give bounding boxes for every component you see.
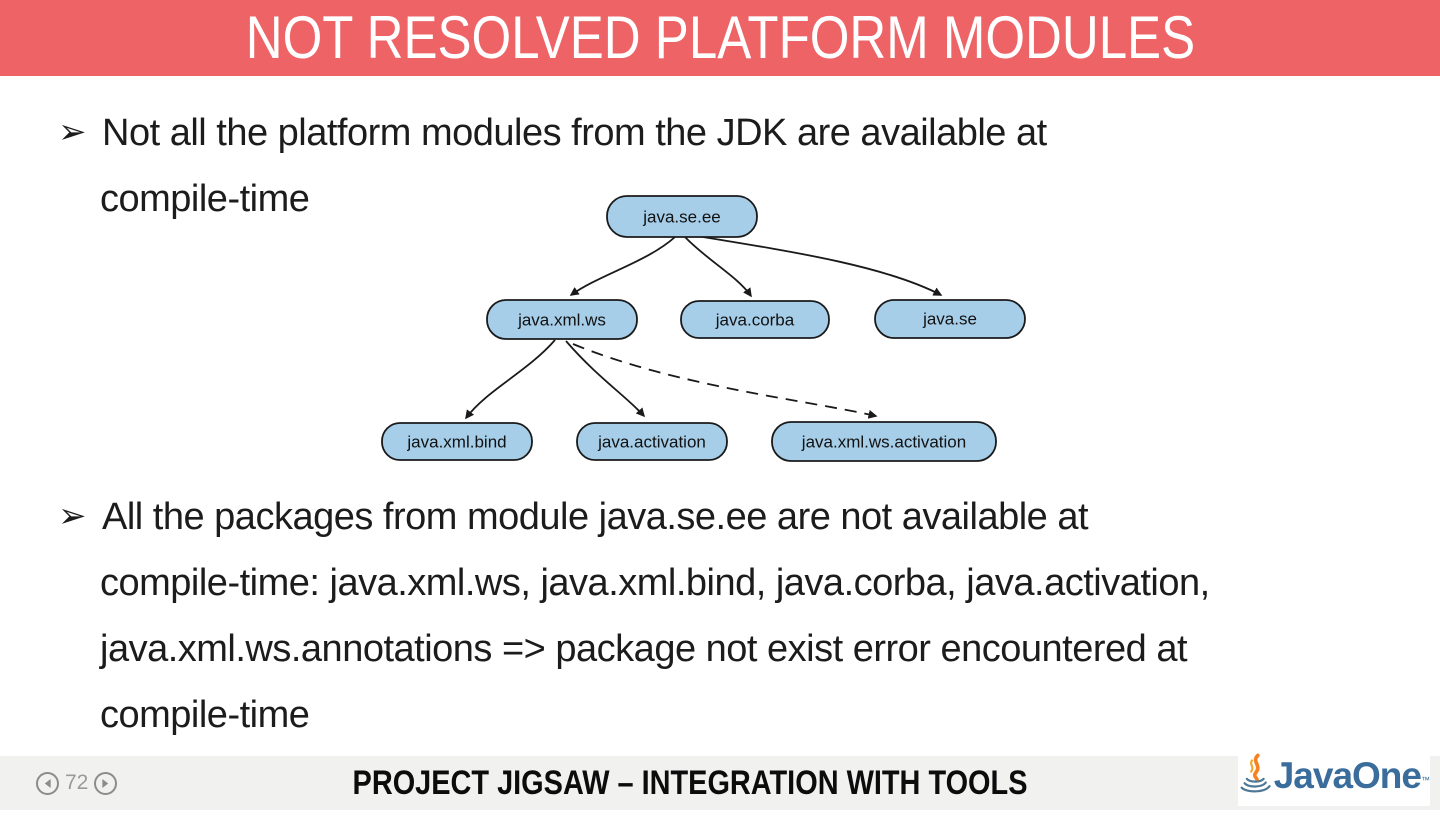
svg-text:java.se.ee: java.se.ee xyxy=(642,208,721,227)
slide-title: NOT RESOLVED PLATFORM MODULES xyxy=(245,4,1195,71)
bullet-2-line-4: compile-time xyxy=(100,694,310,736)
title-banner: NOT RESOLVED PLATFORM MODULES xyxy=(0,0,1440,76)
footer-bar: 72 PROJECT JIGSAW – INTEGRATION WITH TOO… xyxy=(0,756,1440,810)
slide-navigation: 72 xyxy=(36,756,118,810)
bullet-2: ➢ All the packages from module java.se.ee… xyxy=(58,484,1210,748)
svg-text:java.corba: java.corba xyxy=(715,311,795,330)
diagram-node-java-corba: java.corba xyxy=(680,300,830,339)
svg-text:java.xml.ws: java.xml.ws xyxy=(517,311,606,330)
bullet-1-line-2: compile-time xyxy=(100,178,310,220)
next-slide-button[interactable] xyxy=(94,771,118,795)
triangle-left-icon xyxy=(44,778,51,788)
java-cup-icon xyxy=(1240,753,1271,792)
arrow-bullet-icon: ➢ xyxy=(58,497,87,535)
triangle-right-icon xyxy=(102,778,109,788)
diagram-node-java-xml-bind: java.xml.bind xyxy=(381,422,533,461)
module-dependency-diagram: java.se.ee java.xml.ws java.corba java.s… xyxy=(381,195,1026,462)
diagram-node-java-se-ee: java.se.ee xyxy=(606,195,758,238)
diagram-node-java-xml-ws-activation: java.xml.ws.activation xyxy=(771,421,997,462)
svg-text:java.se: java.se xyxy=(922,310,977,329)
svg-text:java.activation: java.activation xyxy=(597,433,706,452)
edge-javaxmlws-javaxmlwsactivation-dashed xyxy=(572,343,878,419)
edge-javaseee-javaxmlws xyxy=(569,236,676,296)
diagram-node-java-xml-ws: java.xml.ws xyxy=(486,299,638,340)
javaone-wordmark: JavaOne xyxy=(1273,755,1422,796)
trademark-symbol: ™ xyxy=(1421,774,1430,785)
footer-title: PROJECT JIGSAW – INTEGRATION WITH TOOLS xyxy=(352,764,1028,802)
bullet-2-line-3: java.xml.ws.annotations => package not e… xyxy=(100,628,1188,670)
arrow-bullet-icon: ➢ xyxy=(58,113,87,151)
bullet-1-line-1: ➢ Not all the platform modules from the J… xyxy=(58,100,1047,166)
bullet-2-text: All the packages from module java.se.ee … xyxy=(102,496,1089,538)
bullet-1: ➢ Not all the platform modules from the J… xyxy=(58,100,1047,232)
svg-text:java.xml.bind: java.xml.bind xyxy=(406,433,506,452)
edge-javaseee-javacorba xyxy=(684,236,752,298)
previous-slide-button[interactable] xyxy=(36,771,59,795)
bullet-2-line-1: ➢ All the packages from module java.se.ee… xyxy=(58,484,1210,550)
bullet-2-line-2: compile-time: java.xml.ws, java.xml.bind… xyxy=(100,562,1210,604)
edge-javaxmlws-javaactivation xyxy=(565,340,646,418)
svg-text:java.xml.ws.activation: java.xml.ws.activation xyxy=(801,433,966,452)
bullet-1-text: Not all the platform modules from the JD… xyxy=(102,112,1047,154)
page-number: 72 xyxy=(65,771,89,794)
diagram-node-java-se: java.se xyxy=(874,299,1026,339)
diagram-node-java-activation: java.activation xyxy=(576,422,728,461)
edge-javaseee-javase xyxy=(690,234,943,296)
edge-javaxmlws-javaxmlbind xyxy=(465,339,556,420)
